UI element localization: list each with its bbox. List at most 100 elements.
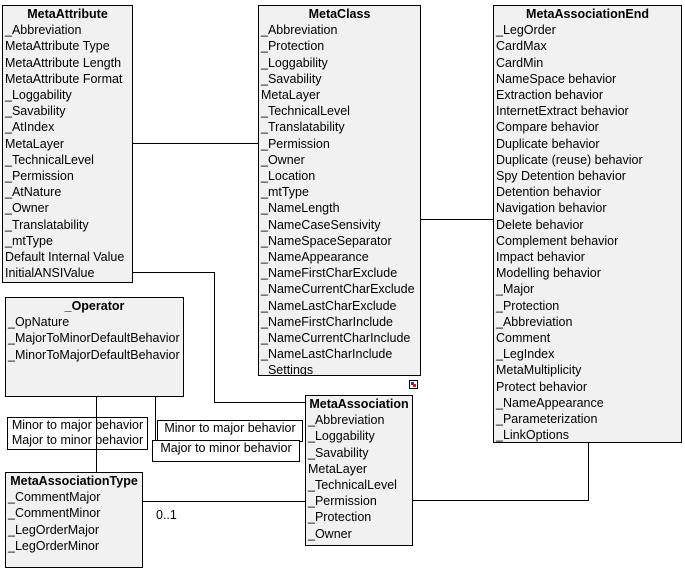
class-attribute: Duplicate (reuse) behavior bbox=[496, 152, 643, 167]
class-attribute: _NameLength bbox=[261, 201, 340, 216]
class-attribute: _CommentMajor bbox=[8, 490, 101, 505]
class-attribute: _NameFirstCharInclude bbox=[261, 314, 393, 329]
class-attribute: Extraction behavior bbox=[496, 88, 604, 103]
role-label-box-association-role-major-to-minor[interactable]: Major to minor behavior bbox=[152, 440, 300, 462]
blue-dot bbox=[411, 382, 414, 385]
class-attribute: _Parameterization bbox=[496, 412, 598, 427]
class-attribute: Duplicate behavior bbox=[496, 136, 600, 151]
class-attribute: InternetExtract behavior bbox=[496, 104, 629, 119]
role-label-text: Major to minor behavior bbox=[160, 441, 292, 455]
class-attribute: _LegOrder bbox=[496, 23, 556, 38]
multiplicity-label: 0..1 bbox=[156, 508, 177, 522]
class-attribute: MetaAttribute Format bbox=[5, 71, 123, 86]
link-indicator-icon[interactable] bbox=[409, 380, 418, 389]
class-attribute: MetaAttribute Length bbox=[5, 55, 122, 70]
edge-operator-metaassociationtype bbox=[96, 396, 97, 472]
class-attribute: _NameCaseSensivity bbox=[261, 217, 381, 232]
role-label-box-association-role-minor-to-major[interactable]: Minor to major behavior bbox=[157, 420, 303, 442]
class-attribute: _Location bbox=[261, 169, 316, 184]
class-attribute: _LegOrderMinor bbox=[8, 538, 100, 553]
class-attribute: _Owner bbox=[261, 152, 305, 167]
class-attribute: Comment bbox=[496, 331, 551, 346]
class-attribute: Spy Detention behavior bbox=[496, 169, 626, 184]
class-node-meta-class[interactable]: MetaClass_Abbreviation_Protection_Loggab… bbox=[258, 5, 421, 376]
class-attribute: _Translatability bbox=[261, 120, 345, 135]
role-label-text: Major to minor behavior bbox=[11, 433, 144, 448]
class-attribute: NameSpace behavior bbox=[496, 71, 617, 86]
class-attribute: _NameLastCharInclude bbox=[261, 347, 393, 362]
class-attribute: _TechnicalLevel bbox=[5, 152, 94, 167]
class-attribute: _Savability bbox=[5, 104, 66, 119]
class-attribute: MetaMultiplicity bbox=[496, 363, 582, 378]
class-attribute: _Permission bbox=[308, 494, 377, 509]
class-title: MetaAttribute bbox=[27, 7, 108, 21]
class-attribute: _Permission bbox=[5, 169, 74, 184]
class-attribute: _NameCurrentCharInclude bbox=[261, 331, 411, 346]
class-attribute: _Protection bbox=[496, 298, 560, 313]
class-node-meta-association-type[interactable]: MetaAssociationType _CommentMajor_Comment… bbox=[5, 472, 143, 568]
edge-metaattribute-metaassociation-h2 bbox=[214, 402, 306, 403]
class-attribute: MetaLayer bbox=[261, 88, 321, 103]
class-title: MetaClass bbox=[308, 7, 371, 21]
class-attribute: Detention behavior bbox=[496, 185, 601, 200]
class-attribute: _Abbreviation bbox=[308, 413, 385, 428]
class-attribute: _Owner bbox=[5, 201, 49, 216]
class-title: _Operator bbox=[64, 299, 125, 313]
role-label-text: Minor to major behavior bbox=[164, 421, 296, 435]
class-attribute: _Major bbox=[496, 282, 535, 297]
class-attribute: _Abbreviation bbox=[261, 23, 338, 38]
class-attribute: _Protection bbox=[308, 510, 372, 525]
class-title: MetaAssociationType bbox=[10, 474, 138, 488]
class-node-meta-association[interactable]: MetaAssociation_Abbreviation_Loggability… bbox=[305, 395, 413, 546]
class-attribute: _Loggability bbox=[5, 88, 72, 103]
class-attribute: _OpNature bbox=[8, 315, 70, 330]
class-attribute: _CommentMinor bbox=[8, 506, 101, 521]
class-attribute: Navigation behavior bbox=[496, 201, 607, 216]
class-attribute: MetaAttribute Type bbox=[5, 39, 110, 54]
class-attribute: MetaLayer bbox=[5, 136, 65, 151]
class-attribute: Default Internal Value bbox=[5, 250, 125, 265]
class-attribute: _Abbreviation bbox=[496, 314, 573, 329]
class-attribute: InitialANSIValue bbox=[5, 266, 95, 281]
edge-operator-roles bbox=[155, 396, 156, 441]
class-attribute: _TechnicalLevel bbox=[261, 104, 350, 119]
class-attribute: _NameLastCharExclude bbox=[261, 298, 397, 313]
class-attribute: _MinorToMajorDefaultBehavior bbox=[8, 347, 180, 362]
class-node-operator[interactable]: _Operator _OpNature_MajorToMinorDefaultBe… bbox=[5, 297, 184, 397]
class-attribute: Delete behavior bbox=[496, 217, 584, 232]
class-attribute: CardMax bbox=[496, 39, 547, 54]
edge-metaassociationtype-metaassociation bbox=[142, 501, 306, 502]
class-attribute: _mtType bbox=[5, 233, 53, 248]
class-attribute: _AtNature bbox=[5, 185, 62, 200]
class-attribute: Modelling behavior bbox=[496, 266, 601, 281]
edge-metaattribute-metaassociation-h1 bbox=[132, 272, 215, 273]
class-attribute: Impact behavior bbox=[496, 250, 585, 265]
class-attribute: _TechnicalLevel bbox=[308, 478, 397, 493]
class-title: MetaAssociation bbox=[309, 397, 409, 411]
class-attribute: Complement behavior bbox=[496, 233, 619, 248]
class-attribute: CardMin bbox=[496, 55, 544, 70]
red-dot bbox=[413, 384, 416, 387]
edge-metaclass-metaassociationend bbox=[420, 219, 493, 220]
edge-metaassociation-metaassociationend-v bbox=[588, 442, 589, 501]
class-attribute: _Savability bbox=[261, 71, 322, 86]
class-attribute: _NameCurrentCharExclude bbox=[261, 282, 415, 297]
class-attribute: _Translatability bbox=[5, 217, 89, 232]
class-attribute: _NameAppearance bbox=[496, 395, 604, 410]
class-attribute: _mtType bbox=[261, 185, 309, 200]
class-attribute: Protect behavior bbox=[496, 379, 588, 394]
class-attribute: _Abbreviation bbox=[5, 23, 82, 38]
class-attribute: _NameFirstCharExclude bbox=[261, 266, 398, 281]
class-attribute: _NameSpaceSeparator bbox=[261, 233, 392, 248]
class-attribute: _MajorToMinorDefaultBehavior bbox=[8, 331, 180, 346]
class-attribute: _NameAppearance bbox=[261, 250, 369, 265]
class-attribute: Compare behavior bbox=[496, 120, 599, 135]
class-attribute: _Savability bbox=[308, 445, 369, 460]
class-attribute: _LinkOptions bbox=[496, 428, 569, 443]
class-attribute: _Loggability bbox=[261, 55, 328, 70]
class-attribute: _Permission bbox=[261, 136, 330, 151]
